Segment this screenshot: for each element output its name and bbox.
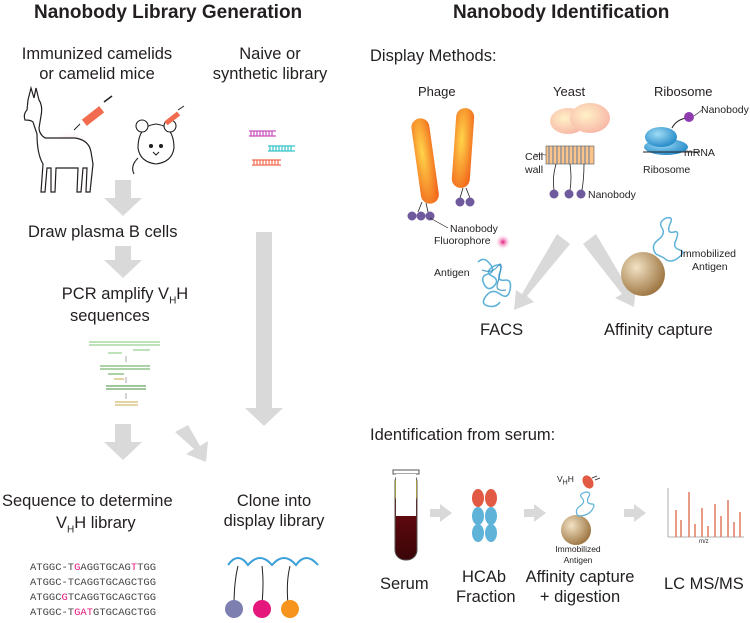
serum-section-title: Identification from serum: [370, 426, 556, 444]
ribosome-title: Ribosome [654, 84, 713, 99]
pcr-bands-icon [89, 341, 160, 406]
dna-library-icon [249, 130, 295, 166]
mouse-icon [132, 119, 177, 175]
arrow-to-affinity [583, 234, 636, 307]
naive-label: Naive or synthetic library [212, 45, 328, 83]
antigen-label: Antigen [434, 267, 470, 279]
arrow-serum-2 [524, 504, 546, 522]
mutation-highlight: GAT [74, 607, 94, 619]
immobilized-antigen-small-label: Immobilized Antigen [555, 544, 601, 565]
mrna-label: mRNA [684, 147, 715, 159]
mutation-highlight: T [130, 562, 138, 574]
arrow-to-facs [514, 234, 570, 310]
immunized-label: Immunized camelids or camelid mice [21, 45, 173, 83]
sequence-segment: AGGTGCAG [80, 562, 131, 574]
affinity-digest-icon [561, 475, 601, 545]
serum-label: Serum [380, 575, 429, 593]
pcr-label-line1: PCR amplify VHH [61, 285, 189, 307]
sequence-segment: GTGCAGCTGG [93, 607, 157, 619]
sequence-line: ATGGC-TGATGTGCAGCTGG [30, 606, 156, 621]
mz-axis-label: m/z [699, 539, 709, 545]
nanobody-phage-label: Nanobody [450, 223, 498, 235]
sequence-segment: ATGGC-T [30, 562, 75, 574]
pcr-label-line2: sequences [70, 307, 150, 325]
wall-label: wall [525, 164, 544, 176]
arrow-serum-1 [430, 504, 452, 522]
yeast-icon [533, 103, 610, 199]
immobilized-label: Immobilized [680, 248, 737, 260]
ribosome-icon [643, 109, 703, 155]
affinity-digestion-label: Affinity capture + digestion [525, 568, 635, 606]
right-section-title: Nanobody Identification [453, 2, 670, 23]
arrow-down-3 [104, 424, 142, 460]
sequence-segment: TGG [137, 562, 157, 574]
bead-icon [621, 216, 684, 296]
clone-label: Clone into display library [223, 492, 325, 530]
nanobody-yeast-label: Nanobody [588, 189, 636, 201]
sequence-segment: ATGGC-TCAGGTGCAGCTGG [30, 577, 157, 589]
sequence-line: ATGGCGTCAGGTGCAGCTGG [30, 591, 156, 606]
nanobody-ribosome-label: Nanobody [701, 104, 749, 116]
yeast-title: Yeast [553, 84, 586, 99]
affinity-capture-label: Affinity capture [604, 321, 713, 339]
sequence-label-line1: Sequence to determine [2, 492, 173, 510]
hcab-fraction-label: HCAb Fraction [456, 568, 516, 606]
ms-spectrum-icon [667, 488, 744, 538]
fluorophore-label: Fluorophore [434, 235, 491, 247]
arrow-diagonal [175, 425, 208, 462]
display-library-icon [225, 557, 319, 618]
sequence-segment: ATGGC-T [30, 607, 75, 619]
left-section-title: Nanobody Library Generation [34, 2, 303, 23]
mutation-highlight: G [61, 592, 68, 604]
arrow-down-1 [104, 180, 142, 216]
phage-icon [407, 108, 475, 229]
llama-icon [23, 85, 94, 193]
serum-tube-icon [392, 469, 420, 561]
sequence-line: ATGGC-TCAGGTGCAGCTGG [30, 576, 156, 591]
antigen-icon [477, 234, 512, 308]
arrow-down-long [245, 232, 283, 426]
draw-b-cells-label: Draw plasma B cells [28, 223, 178, 241]
syringe-small-icon [164, 105, 185, 126]
facs-label: FACS [480, 321, 524, 339]
hcab-icon [472, 489, 497, 542]
sequence-segment: ATGGC [30, 592, 62, 604]
display-methods-title: Display Methods: [370, 47, 497, 65]
arrow-serum-3 [624, 504, 646, 522]
phage-title: Phage [418, 84, 456, 99]
mutation-highlight: G [74, 562, 81, 574]
sequence-label-line2: VHH library [56, 514, 136, 536]
cell-label: Cell [525, 151, 544, 163]
sequence-segment: TCAGGTGCAGCTGG [67, 592, 157, 604]
syringe-icon [73, 95, 113, 131]
immobilized-antigen-label: Antigen [692, 261, 728, 273]
sequence-line: ATGGC-TGAGGTGCAGTTGG [30, 561, 156, 576]
vhh-small-label: VHH [557, 474, 574, 487]
lcms-label: LC MS/MS [664, 575, 744, 593]
ribosome-label: Ribosome [643, 164, 691, 176]
arrow-down-2 [104, 246, 142, 278]
